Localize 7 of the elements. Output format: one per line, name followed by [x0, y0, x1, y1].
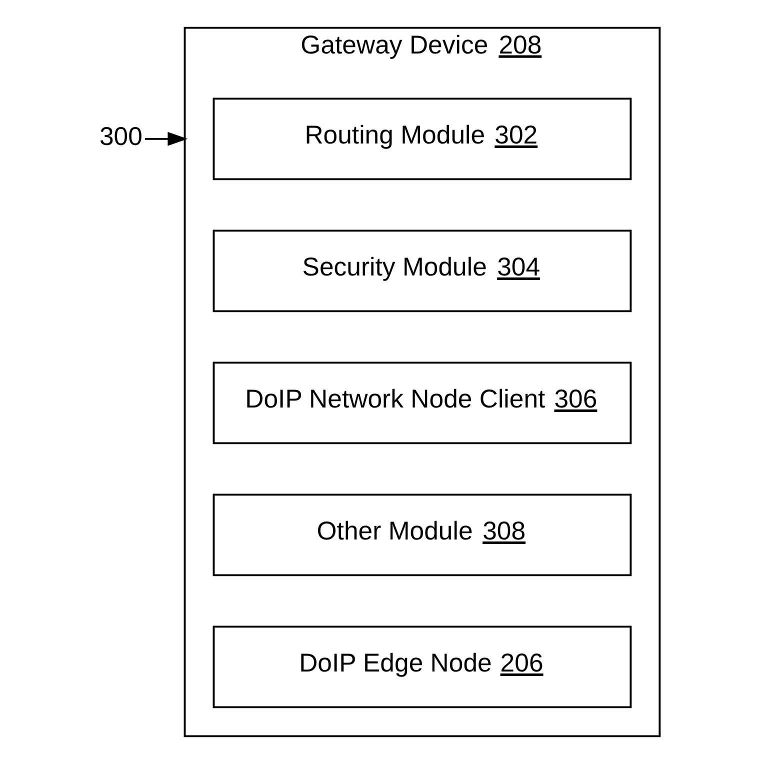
node-box: DoIP Network Node Client 306 [212, 362, 632, 444]
node-text: 300 [99, 123, 142, 152]
node-box: DoIP Edge Node 206 [212, 626, 632, 708]
arrow [144, 132, 188, 146]
node-box: Security Module 304 [212, 230, 632, 312]
node-box: Routing Module 302 [212, 98, 632, 180]
node-box: Other Module 308 [212, 494, 632, 576]
